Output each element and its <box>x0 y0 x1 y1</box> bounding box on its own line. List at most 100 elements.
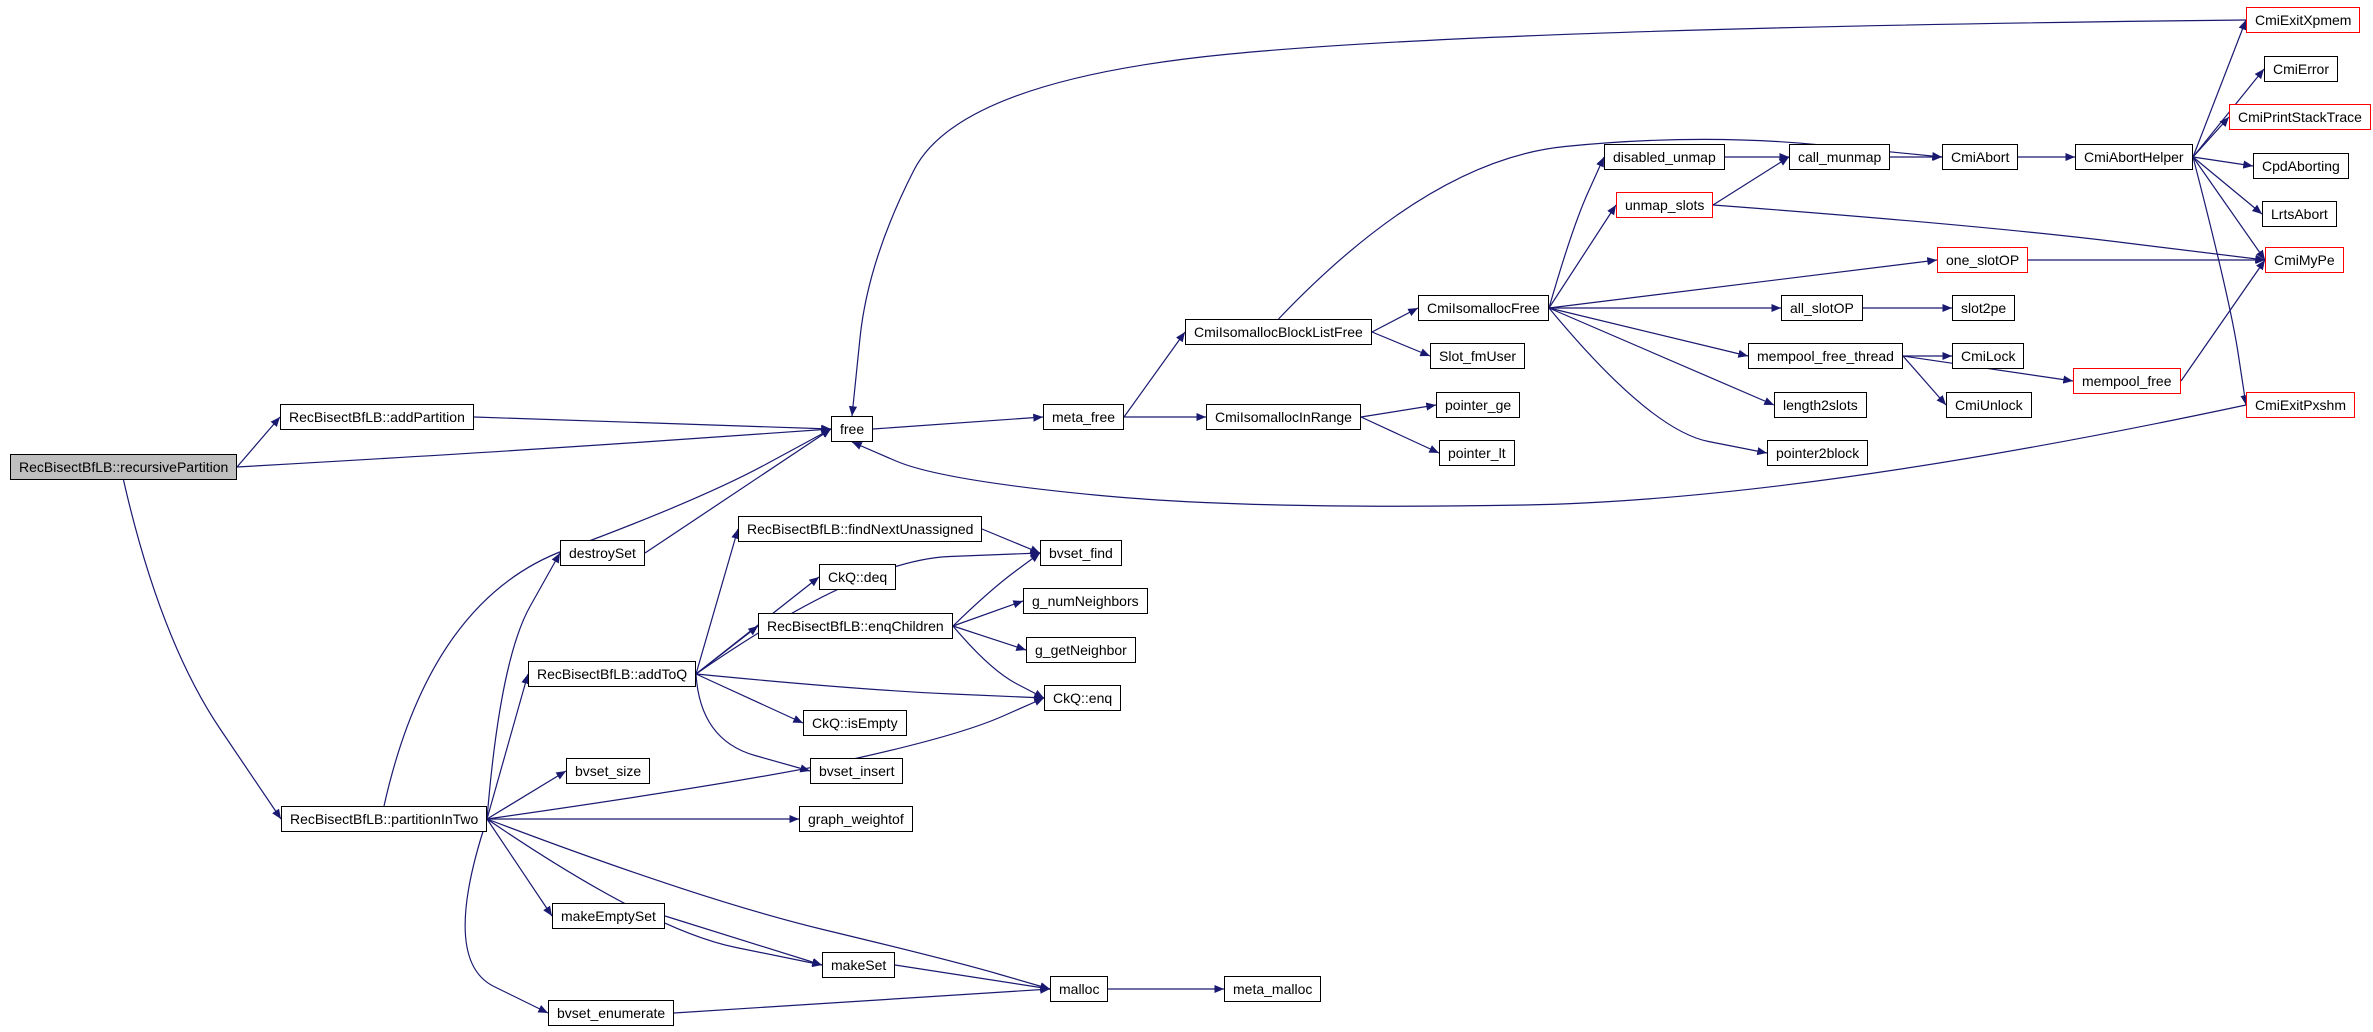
edge-enqChildren-to-g_numNeighbors <box>952 600 1024 627</box>
graph-node-CmiAbortHelper[interactable]: CmiAbortHelper <box>2075 144 2193 170</box>
edge-unmap_slots-to-call_munmap <box>1712 156 1790 206</box>
edge-CmiAbortHelper-to-LrtsAbort <box>2192 156 2263 215</box>
edge-unmap_slots-to-CmiMyPe <box>1712 204 2266 263</box>
edge-CmiAbortHelper-to-CmiMyPe <box>2192 156 2266 261</box>
edge-CmiIsomallocFree-to-mempool_free_thread <box>1548 307 1749 358</box>
graph-node-CmiExitPxshm[interactable]: CmiExitPxshm <box>2246 392 2356 418</box>
graph-node-length2slots[interactable]: length2slots <box>1774 392 1867 418</box>
graph-node-pointer_lt[interactable]: pointer_lt <box>1439 440 1515 466</box>
graph-node-CkQ_deq[interactable]: CkQ::deq <box>819 564 897 590</box>
graph-node-graph_weightof[interactable]: graph_weightof <box>799 806 913 832</box>
graph-node-CmiIsomallocInRange[interactable]: CmiIsomallocInRange <box>1206 404 1361 430</box>
edge-bvset_enumerate-to-malloc <box>673 985 1051 1014</box>
edge-partitionInTwo-to-addToQ <box>486 673 530 820</box>
edge-partitionInTwo-to-malloc <box>486 818 1051 991</box>
edge-free-to-meta_free <box>872 413 1044 430</box>
graph-node-pointer2block[interactable]: pointer2block <box>1767 440 1869 466</box>
graph-node-findNextUnassigned[interactable]: RecBisectBfLB::findNextUnassigned <box>738 516 983 542</box>
graph-node-one_slotOP[interactable]: one_slotOP <box>1937 247 2029 273</box>
edge-findNextUnassigned-to-bvset_find <box>981 528 1041 554</box>
edge-partitionInTwo-to-free <box>383 428 832 807</box>
edge-addToQ-to-findNextUnassigned <box>695 528 740 675</box>
edge-enqChildren-to-g_getNeighbor <box>952 625 1027 651</box>
graph-node-unmap_slots[interactable]: unmap_slots <box>1616 192 1714 218</box>
graph-node-CmiLock[interactable]: CmiLock <box>1952 343 2025 369</box>
edge-partitionInTwo-to-bvset_enumerate <box>464 818 549 1014</box>
graph-node-Slot_fmUser[interactable]: Slot_fmUser <box>1430 343 1526 369</box>
graph-node-CpdAborting[interactable]: CpdAborting <box>2253 153 2349 179</box>
graph-node-CmiExitXpmem[interactable]: CmiExitXpmem <box>2246 7 2361 33</box>
graph-node-CmiMyPe[interactable]: CmiMyPe <box>2265 247 2344 273</box>
edge-CmiIsomallocInRange-to-pointer_ge <box>1360 402 1437 418</box>
graph-node-CmiPrintStackTrace[interactable]: CmiPrintStackTrace <box>2229 104 2371 130</box>
edge-CmiIsomallocBlockListFree-to-Slot_fmUser <box>1371 331 1431 357</box>
graph-node-mempool_free[interactable]: mempool_free <box>2073 368 2181 394</box>
edge-CmiExitPxshm-to-free <box>851 404 2247 507</box>
edge-mempool_free_thread-to-CmiUnlock <box>1902 355 1947 406</box>
graph-node-LrtsAbort[interactable]: LrtsAbort <box>2262 201 2337 227</box>
edge-mempool_free-to-CmiMyPe <box>2180 259 2266 382</box>
graph-node-CkQ_enq[interactable]: CkQ::enq <box>1044 685 1122 711</box>
graph-node-meta_free[interactable]: meta_free <box>1043 404 1125 430</box>
graph-node-free[interactable]: free <box>831 416 874 442</box>
edge-recursivePartition-to-addPartition <box>236 416 281 468</box>
edge-CmiAbortHelper-to-CmiExitXpmem <box>2192 19 2247 158</box>
edge-partitionInTwo-to-destroySet <box>486 552 561 820</box>
graph-node-addPartition[interactable]: RecBisectBfLB::addPartition <box>280 404 474 430</box>
graph-node-CmiIsomallocBlockListFree[interactable]: CmiIsomallocBlockListFree <box>1185 319 1372 345</box>
edge-addToQ-to-enqChildren <box>695 625 759 675</box>
graph-node-CkQ_isEmpty[interactable]: CkQ::isEmpty <box>803 710 907 736</box>
graph-node-bvset_insert[interactable]: bvset_insert <box>810 758 904 784</box>
graph-node-call_munmap[interactable]: call_munmap <box>1789 144 1891 170</box>
graph-node-CmiIsomallocFree[interactable]: CmiIsomallocFree <box>1418 295 1549 321</box>
edge-CmiIsomallocBlockListFree-to-CmiAbort <box>1278 138 1943 320</box>
graph-node-partitionInTwo[interactable]: RecBisectBfLB::partitionInTwo <box>281 806 488 832</box>
edge-addToQ-to-CkQ_enq <box>695 673 1045 702</box>
call-graph-edges <box>122 19 2266 1014</box>
graph-node-bvset_find[interactable]: bvset_find <box>1040 540 1122 566</box>
graph-node-CmiUnlock[interactable]: CmiUnlock <box>1946 392 2032 418</box>
graph-node-g_getNeighbor[interactable]: g_getNeighbor <box>1026 637 1136 663</box>
edge-CmiAbortHelper-to-CmiPrintStackTrace <box>2192 116 2230 158</box>
graph-node-meta_malloc[interactable]: meta_malloc <box>1224 976 1322 1002</box>
graph-node-recursivePartition[interactable]: RecBisectBfLB::recursivePartition <box>10 454 238 480</box>
graph-node-all_slotOP[interactable]: all_slotOP <box>1781 295 1863 321</box>
edge-makeEmptySet-to-makeSet <box>664 915 823 967</box>
edge-CmiIsomallocInRange-to-pointer_lt <box>1360 416 1440 454</box>
graph-node-g_numNeighbors[interactable]: g_numNeighbors <box>1023 588 1148 614</box>
edge-CmiAbortHelper-to-CmiExitPxshm <box>2192 156 2249 406</box>
graph-node-pointer_ge[interactable]: pointer_ge <box>1436 392 1521 418</box>
graph-node-makeEmptySet[interactable]: makeEmptySet <box>552 903 665 929</box>
edge-CmiIsomallocFree-to-unmap_slots <box>1548 204 1617 309</box>
edge-partitionInTwo-to-makeEmptySet <box>486 818 553 917</box>
graph-node-destroySet[interactable]: destroySet <box>560 540 645 566</box>
edge-partitionInTwo-to-makeSet <box>486 818 823 968</box>
edge-enqChildren-to-CkQ_enq <box>952 625 1045 699</box>
graph-node-slot2pe[interactable]: slot2pe <box>1952 295 2016 321</box>
graph-node-enqChildren[interactable]: RecBisectBfLB::enqChildren <box>758 613 953 639</box>
edge-partitionInTwo-to-bvset_size <box>486 770 567 820</box>
edge-addPartition-to-free <box>473 416 832 433</box>
edge-CmiExitXpmem-to-free <box>848 19 2247 417</box>
graph-node-CmiAbort[interactable]: CmiAbort <box>1942 144 2019 170</box>
edge-destroySet-to-free <box>644 428 832 554</box>
edge-CmiAbortHelper-to-CpdAborting <box>2192 156 2254 169</box>
graph-node-malloc[interactable]: malloc <box>1050 976 1109 1002</box>
edge-CmiAbortHelper-to-CmiError <box>2192 68 2265 158</box>
edge-CmiIsomallocFree-to-pointer2block <box>1548 307 1768 456</box>
edge-enqChildren-to-bvset_find <box>952 552 1041 627</box>
edge-addToQ-to-CkQ_isEmpty <box>695 673 804 724</box>
edge-makeSet-to-malloc <box>894 964 1051 992</box>
graph-node-bvset_enumerate[interactable]: bvset_enumerate <box>548 1000 675 1026</box>
graph-node-addToQ[interactable]: RecBisectBfLB::addToQ <box>528 661 697 687</box>
edge-recursivePartition-to-partitionInTwo <box>122 479 282 820</box>
graph-node-bvset_size[interactable]: bvset_size <box>566 758 651 784</box>
edge-CmiIsomallocFree-to-disabled_unmap <box>1548 156 1605 309</box>
graph-node-makeSet[interactable]: makeSet <box>822 952 896 978</box>
graph-node-disabled_unmap[interactable]: disabled_unmap <box>1604 144 1725 170</box>
edge-CmiIsomallocBlockListFree-to-CmiIsomallocFree <box>1371 307 1419 333</box>
graph-node-mempool_free_thread[interactable]: mempool_free_thread <box>1748 343 1903 369</box>
graph-node-CmiError[interactable]: CmiError <box>2264 56 2338 82</box>
edge-addToQ-to-bvset_insert <box>695 673 811 773</box>
